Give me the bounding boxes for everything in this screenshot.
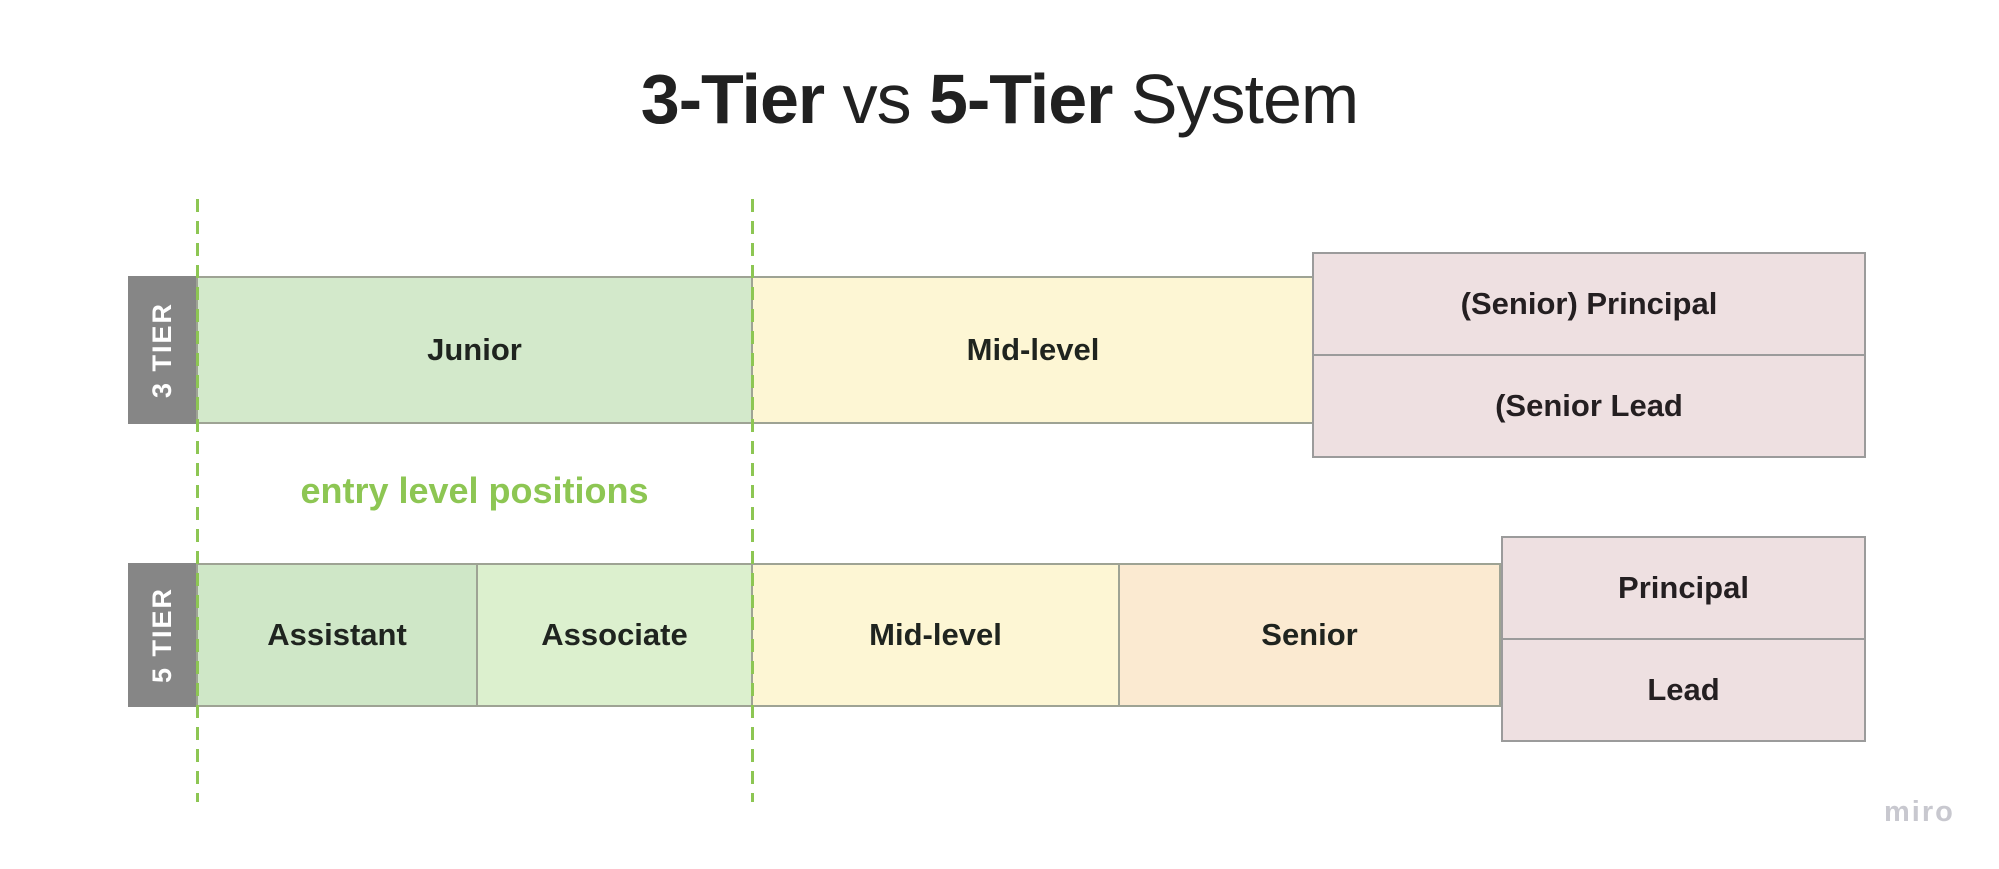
entry-level-guide-line-left (196, 199, 199, 802)
segment-mid-level-5-tier: Mid-level (751, 563, 1120, 707)
segment-associate: Associate (476, 563, 753, 707)
stack-cell-lead: Lead (1503, 638, 1864, 740)
page-title: 3-Tier vs 5-Tier System (0, 56, 1999, 144)
segment-senior: Senior (1118, 563, 1501, 707)
miro-logo: miro (1884, 796, 1955, 828)
entry-level-guide-line-right (751, 199, 754, 802)
segment-junior: Junior (196, 276, 753, 424)
title-vs: vs (824, 60, 930, 138)
stack-cell-senior-lead: (Senior Lead (1314, 354, 1864, 456)
stack-5-tier-senior: Principal Lead (1501, 536, 1866, 742)
stack-cell-principal: Principal (1618, 570, 1749, 605)
stack-3-tier-senior: (Senior) Principal (Senior Lead (1312, 252, 1866, 458)
stack-cell-senior-principal: (Senior) Principal (1460, 286, 1718, 321)
title-5-tier: 5-Tier (929, 60, 1113, 138)
title-3-tier: 3-Tier (640, 60, 825, 138)
segment-mid-level-3-tier: Mid-level (751, 276, 1315, 424)
row-label-5-tier: 5 TIER (128, 563, 197, 707)
row-label-3-tier: 3 TIER (128, 276, 197, 424)
segment-assistant: Assistant (196, 563, 478, 707)
title-system: System (1112, 60, 1359, 138)
entry-level-positions-label: entry level positions (300, 470, 649, 511)
